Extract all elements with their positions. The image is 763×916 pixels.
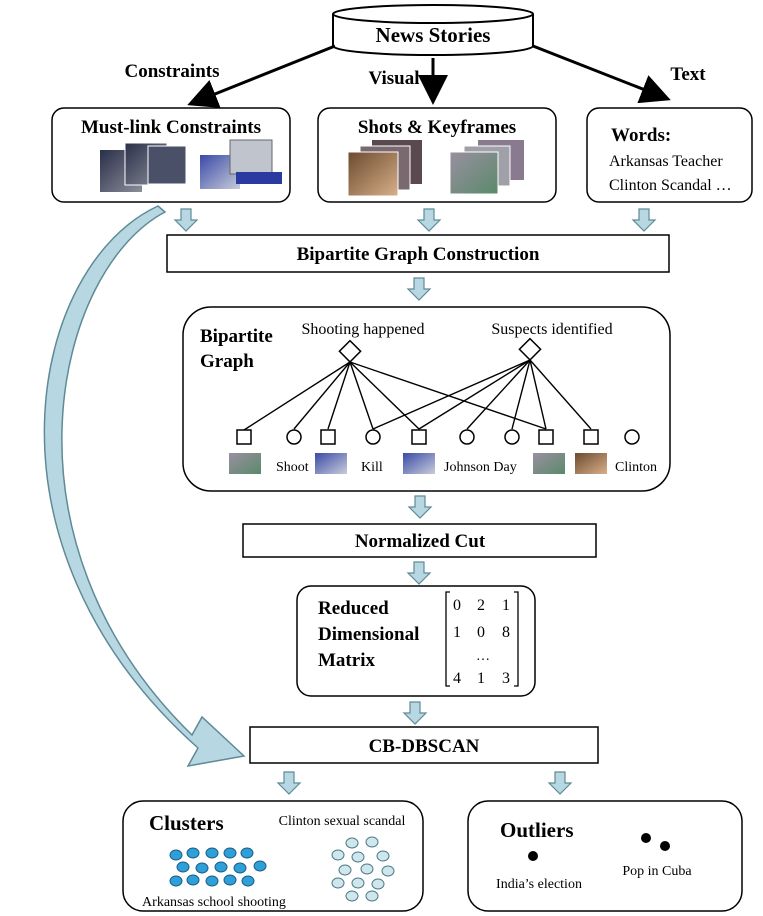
keyframe-thumbnail: [229, 139, 273, 175]
shot-thumbnail: [533, 453, 565, 474]
cluster-dots-light: [331, 836, 395, 902]
block-arrow: [406, 277, 432, 301]
constraints-edge-label: Constraints: [124, 61, 219, 82]
matrix-cell: 8: [502, 624, 510, 641]
cbdbscan-label: CB-DBSCAN: [369, 736, 480, 757]
matrix-cell: 2: [477, 597, 485, 614]
outlier-dot: [660, 841, 670, 851]
graph-edges: [243, 359, 592, 431]
matrix-title-line-1: Reduced: [318, 598, 389, 619]
block-arrow: [402, 701, 428, 725]
matrix-cell: 1: [453, 624, 461, 641]
word-node: [504, 429, 520, 445]
shot-node: [411, 429, 427, 445]
must-link-constraints-box: Must-link Constraints: [51, 107, 291, 203]
bipartite-graph-box: Bipartite Graph Shooting happened Suspec…: [182, 306, 671, 492]
shot-node: [320, 429, 336, 445]
node-label-shoot: Shoot: [276, 460, 309, 475]
block-arrow: [631, 208, 657, 232]
outlier-label-left: India’s election: [496, 877, 582, 892]
word-node: [624, 429, 640, 445]
word-node: [286, 429, 302, 445]
words-line-2: Clinton Scandal …: [609, 177, 732, 194]
block-arrow: [547, 771, 573, 795]
clusters-title: Clusters: [149, 811, 224, 835]
keyframe-thumbnail: [147, 145, 187, 185]
matrix-cell: 0: [453, 597, 461, 614]
cbdbscan-box: [249, 726, 599, 764]
bipartite-construction-box: [166, 234, 670, 273]
words-box: Words: Arkansas Teacher Clinton Scandal …: [586, 107, 753, 203]
node-label-johnson-day: Johnson Day: [444, 460, 517, 475]
outliers-title: Outliers: [500, 818, 574, 842]
shot-thumbnail: [575, 453, 607, 474]
block-arrow: [407, 495, 433, 519]
words-title: Words:: [611, 125, 671, 146]
shot-thumbnail: [229, 453, 261, 474]
matrix-title-line-2: Dimensional: [318, 624, 419, 645]
matrix-cell: 4: [453, 670, 461, 687]
must-link-title: Must-link Constraints: [81, 117, 261, 138]
topic-node: [338, 339, 362, 363]
text-edge-label: Text: [670, 64, 706, 85]
matrix-cell: 0: [477, 624, 485, 641]
word-node: [459, 429, 475, 445]
matrix-ellipsis: …: [476, 649, 490, 664]
shot-thumbnail: [403, 453, 435, 474]
block-arrow: [276, 771, 302, 795]
visual-edge-label: Visual: [368, 68, 419, 89]
keyframe-thumbnail: [236, 172, 282, 184]
words-line-1: Arkansas Teacher: [609, 153, 723, 170]
outlier-dot: [641, 833, 651, 843]
matrix-cell: 1: [477, 670, 485, 687]
shot-node: [583, 429, 599, 445]
outlier-dot: [528, 851, 538, 861]
bipartite-graph-title-line-2: Graph: [200, 351, 254, 372]
block-arrow: [173, 208, 199, 232]
bipartite-construction-label: Bipartite Graph Construction: [297, 244, 540, 265]
news-stories-label: News Stories: [376, 23, 491, 47]
matrix-title-line-3: Matrix: [318, 650, 375, 671]
topic-right-label: Suspects identified: [491, 321, 612, 338]
constraints-curved-arrow: [43, 205, 246, 768]
constraints-arrow: [187, 44, 336, 108]
matrix-bracket-right: [514, 591, 519, 687]
shot-node: [538, 429, 554, 445]
matrix-bracket-left: [445, 591, 450, 687]
reduced-matrix-box: Reduced Dimensional Matrix 0 2 1 1 0 8 ……: [296, 585, 536, 697]
keyframe-thumbnail: [449, 151, 499, 195]
cluster-dots-dark: [169, 847, 267, 887]
shot-thumbnail: [315, 453, 347, 474]
node-label-kill: Kill: [361, 460, 383, 475]
outliers-box: Outliers India’s election Pop in Cuba: [467, 800, 743, 912]
shots-keyframes-title: Shots & Keyframes: [358, 117, 516, 138]
word-node: [365, 429, 381, 445]
text-arrow: [532, 44, 671, 104]
normalized-cut-label: Normalized Cut: [355, 531, 486, 552]
shot-node: [236, 429, 252, 445]
node-label-clinton: Clinton: [615, 460, 657, 475]
clusters-box: Clusters Clinton sexual scandal Arkansas…: [122, 800, 424, 912]
news-stories-node: News Stories: [332, 4, 534, 56]
clusters-label-bottom: Arkansas school shooting: [142, 895, 286, 910]
clusters-label-right: Clinton sexual scandal: [279, 814, 406, 829]
normalized-cut-box: [242, 523, 597, 558]
bipartite-graph-title-line-1: Bipartite: [200, 326, 273, 347]
outlier-label-right: Pop in Cuba: [622, 864, 692, 879]
keyframe-thumbnail: [347, 151, 399, 197]
block-arrow: [416, 208, 442, 232]
topic-node: [518, 337, 542, 361]
block-arrow: [406, 561, 432, 585]
matrix-cell: 3: [502, 670, 510, 687]
matrix-cell: 1: [502, 597, 510, 614]
flow-arrows: [173, 208, 657, 795]
shots-keyframes-box: Shots & Keyframes: [317, 107, 557, 203]
topic-left-label: Shooting happened: [301, 321, 424, 338]
